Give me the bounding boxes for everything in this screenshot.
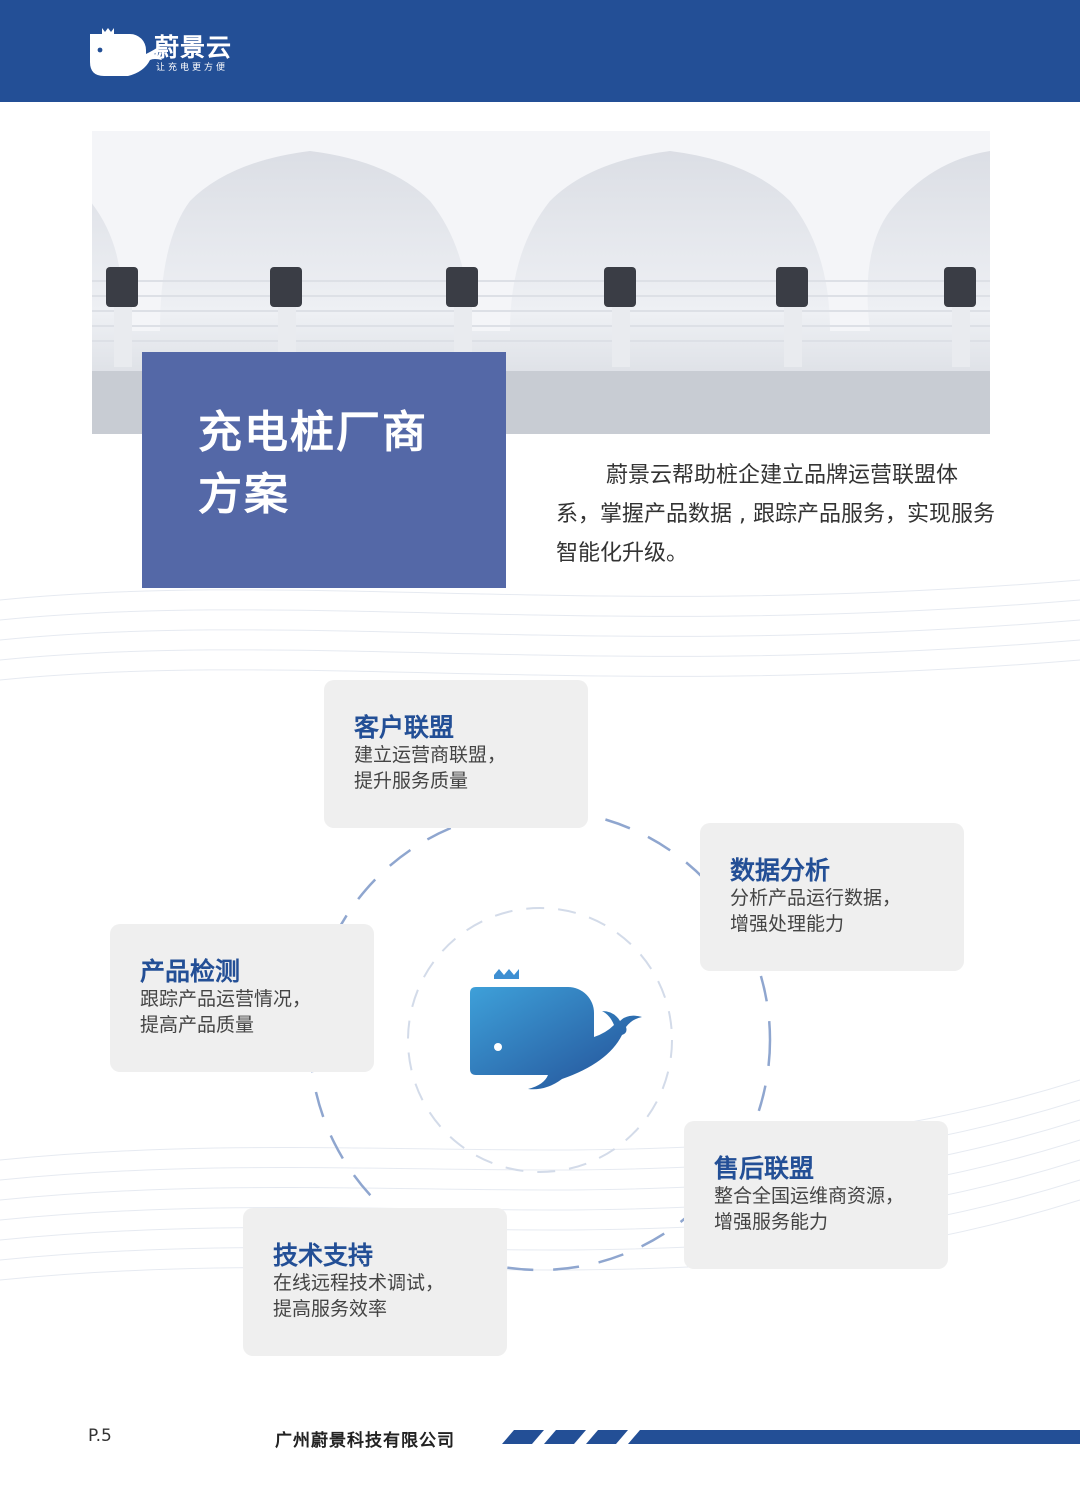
footer-stripes-decoration [502,1430,1080,1444]
feature-card-desc-line: 增强处理能力 [730,913,845,935]
whale-logo-icon [90,28,162,76]
hero-charging-station-image [92,131,990,434]
page-title-line2: 方案 [198,469,290,520]
page-number: P.5 [88,1426,112,1446]
feature-card-customer-alliance: 客户联盟 建立运营商联盟， 提升服务质量 [324,680,588,828]
whale-logo-icon [470,969,642,1090]
feature-card-description: 跟踪产品运营情况， 提高产品质量 [140,986,370,1038]
feature-card-title: 数据分析 [730,856,831,885]
feature-card-title: 技术支持 [273,1241,374,1270]
page-title-line1: 充电桩厂商 [198,407,428,458]
brand-slogan: 让充电更方便 [156,63,229,73]
feature-card-tech-support: 技术支持 在线远程技术调试， 提高服务效率 [243,1208,507,1356]
feature-card-desc-line: 提升服务质量 [354,770,469,792]
feature-card-title: 客户联盟 [354,713,455,742]
feature-card-description: 整合全国运维商资源， 增强服务能力 [714,1183,944,1235]
feature-card-desc-line: 提高产品质量 [140,1014,255,1036]
feature-card-product-inspection: 产品检测 跟踪产品运营情况， 提高产品质量 [110,924,374,1072]
feature-card-title: 产品检测 [140,957,241,986]
feature-card-desc-line: 跟踪产品运营情况， [140,988,312,1010]
feature-card-desc-line: 在线远程技术调试， [273,1272,445,1294]
feature-card-desc-line: 整合全国运维商资源， [714,1185,905,1207]
feature-card-description: 在线远程技术调试， 提高服务效率 [273,1270,503,1322]
feature-card-desc-line: 建立运营商联盟， [354,744,507,766]
feature-card-after-sales-alliance: 售后联盟 整合全国运维商资源， 增强服务能力 [684,1121,948,1269]
page-title: 充电桩厂商 方案 [198,402,498,526]
feature-card-title: 售后联盟 [714,1154,815,1183]
feature-card-description: 建立运营商联盟， 提升服务质量 [354,742,584,794]
solution-title-box: 充电桩厂商 方案 [142,352,506,588]
company-name: 广州蔚景科技有限公司 [275,1431,455,1451]
page-header: 蔚景云 让充电更方便 [0,0,1080,102]
intro-paragraph: 蔚景云帮助桩企建立品牌运营联盟体系，掌握产品数据 , 跟踪产品服务，实现服务智能… [556,463,995,566]
feature-card-desc-line: 增强服务能力 [714,1211,829,1233]
feature-card-data-analysis: 数据分析 分析产品运行数据， 增强处理能力 [700,823,964,971]
feature-card-desc-line: 分析产品运行数据， [730,887,902,909]
feature-card-description: 分析产品运行数据， 增强处理能力 [730,885,960,937]
feature-card-desc-line: 提高服务效率 [273,1298,388,1320]
brand-name: 蔚景云 [154,33,233,62]
